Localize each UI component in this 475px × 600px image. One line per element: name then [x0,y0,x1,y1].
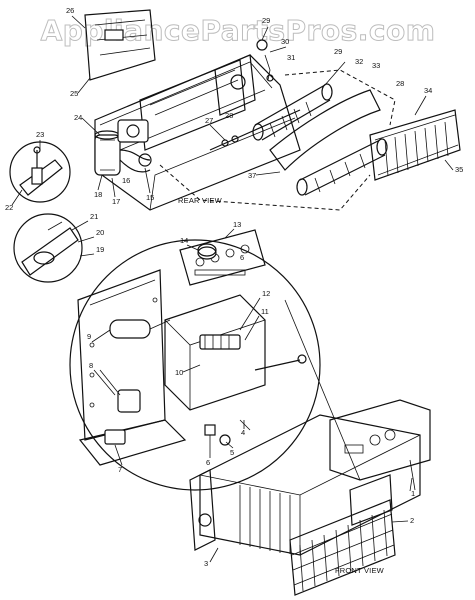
inset-coil-detail [13,213,83,283]
callout-16: 16 [122,176,130,185]
callout-28b: 28 [396,79,404,88]
rear-view-caption: REAR VIEW [178,196,223,205]
callout-25: 25 [70,89,78,98]
callout-22: 22 [5,203,13,212]
callout-37: 37 [248,171,256,180]
callout-11: 11 [261,307,269,316]
callout-6a: 6 [240,253,244,262]
callout-6b: 6 [206,458,210,467]
callout-18: 18 [94,190,102,199]
callout-3: 3 [204,559,208,568]
callout-4: 4 [241,428,245,437]
callout-30: 30 [281,37,289,46]
callout-15: 15 [146,193,154,202]
callout-9: 9 [87,332,91,341]
callout-2: 2 [410,516,414,525]
callout-34: 34 [424,86,432,95]
callout-33: 33 [372,61,380,70]
callout-labels: 26 25 24 23 22 18 17 16 15 27 28 29 30 3… [5,6,463,568]
callout-23: 23 [36,130,44,139]
callout-12: 12 [262,289,270,298]
front-view-caption: FRONT VIEW [335,566,385,575]
callout-31: 31 [287,53,295,62]
callout-5: 5 [230,448,234,457]
callout-20: 20 [96,228,104,237]
callout-17: 17 [112,197,120,206]
watermark-text: AppliancePartsPros.com [41,14,436,47]
callout-21: 21 [90,212,98,221]
callout-13: 13 [233,220,241,229]
callout-29b: 29 [334,47,342,56]
callout-29: 29 [262,16,270,25]
callout-7: 7 [118,465,122,474]
rear-view-assembly [84,9,461,211]
callout-26: 26 [66,6,74,15]
front-view-assembly [189,399,431,596]
callout-10: 10 [175,368,183,377]
leader-lines [11,15,454,563]
control-detail-circle [69,229,361,491]
callout-1: 1 [411,489,415,498]
callout-24: 24 [74,113,82,122]
callout-8: 8 [89,361,93,370]
callout-19: 19 [96,245,104,254]
inset-valve-detail [9,141,71,203]
callout-32: 32 [355,57,363,66]
callout-28a: 28 [225,111,233,120]
callout-14: 14 [180,236,188,245]
callout-35: 35 [455,165,463,174]
callout-27: 27 [205,116,213,125]
